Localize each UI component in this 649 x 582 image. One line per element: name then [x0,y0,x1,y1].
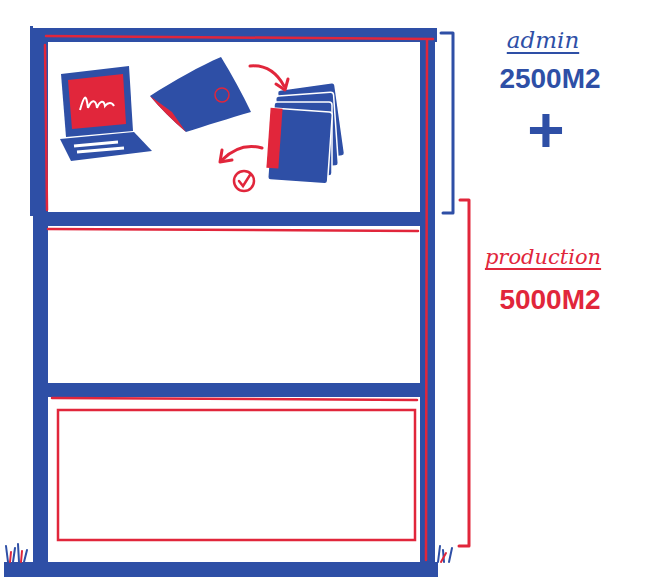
folders-icon [266,82,344,184]
area-label: production [485,246,601,269]
right-wall [420,28,435,576]
laptop-base [60,132,152,161]
floor-beam [40,212,428,226]
grass [6,544,452,562]
laptop-display [68,74,126,129]
check-mark [239,175,250,186]
sketch-line [45,45,47,210]
area-value: 2500M2 [499,64,600,95]
left-wall [33,28,48,576]
sketch-line [52,398,417,400]
area-value: 5000M2 [499,285,600,316]
grass-tuft [6,544,27,562]
document-stamp [215,88,229,102]
folder-tab [266,108,282,169]
arrow-head [220,150,232,162]
grass-tuft [10,551,22,562]
flow-arrows [220,66,288,162]
production-bracket [459,200,469,546]
ground-line [4,562,438,577]
admin-bracket [441,33,453,213]
roof-beam [35,28,437,42]
area-label: admin [507,28,579,53]
check-circle [234,171,254,191]
laptop-icon [60,66,152,161]
floor-beam [40,383,428,397]
grass-tuft [441,553,446,562]
laptop-screen [61,66,133,137]
check-icon [234,171,254,191]
laptop-keys [74,142,124,152]
arrow-head [276,79,288,90]
frame-line [30,26,33,216]
plus-sign: + [527,98,564,162]
red-sketch-lines [45,36,433,560]
building-frame [4,26,438,577]
sketch-line [48,229,418,231]
document-sheet [150,57,251,132]
flow-arrow [250,66,284,86]
brackets [441,33,469,546]
sketch-line [46,36,433,39]
sketch-line [426,40,427,560]
sketch-room [58,410,415,540]
screen-scribble [80,98,114,110]
flow-arrow [222,147,262,161]
document-icon [150,57,251,132]
document-fold [150,96,186,132]
grass-tuft [438,546,452,562]
